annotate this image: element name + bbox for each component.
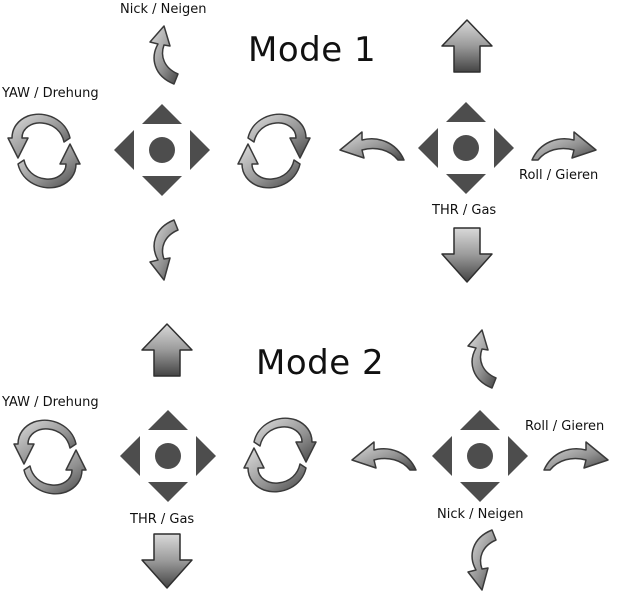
yaw-right-rotate-icon bbox=[238, 108, 310, 194]
mode-2-yaw-left-rotate-icon bbox=[14, 414, 86, 500]
nick-forward-curl-arrow-icon bbox=[140, 24, 182, 86]
mode-2-nick-forward-curl-arrow-icon bbox=[458, 328, 500, 390]
mode-2-title: Mode 2 bbox=[256, 343, 384, 383]
roll-left-curl-arrow-icon bbox=[338, 128, 406, 162]
mode-2-yaw-right-rotate-icon bbox=[244, 412, 316, 498]
mode-2-throttle-down-arrow-icon bbox=[140, 532, 194, 590]
mode-2-label-roll: Roll / Gieren bbox=[525, 419, 604, 434]
mode-1-label-roll: Roll / Gieren bbox=[519, 168, 598, 183]
mode-2-label-thr: THR / Gas bbox=[130, 512, 194, 527]
mode-2-label-nick: Nick / Neigen bbox=[437, 507, 523, 522]
mode-2-label-yaw: YAW / Drehung bbox=[2, 395, 99, 410]
mode-1-label-nick: Nick / Neigen bbox=[120, 2, 206, 17]
mode-1-right-stick-dpad-icon bbox=[418, 102, 514, 194]
mode-2-nick-backward-curl-arrow-icon bbox=[458, 528, 500, 592]
yaw-left-rotate-icon bbox=[8, 108, 80, 194]
mode-2-left-stick-dpad-icon bbox=[120, 410, 216, 502]
mode-2-throttle-up-arrow-icon bbox=[140, 322, 194, 378]
mode-2-roll-left-curl-arrow-icon bbox=[350, 438, 418, 472]
mode-1-label-yaw: YAW / Drehung bbox=[2, 86, 99, 101]
mode-1-title: Mode 1 bbox=[248, 30, 376, 70]
mode-1-left-stick-dpad-icon bbox=[114, 104, 210, 196]
throttle-down-arrow-icon bbox=[440, 226, 494, 284]
mode-1-label-thr: THR / Gas bbox=[432, 203, 496, 218]
mode-2-roll-right-curl-arrow-icon bbox=[542, 438, 610, 472]
mode-2-right-stick-dpad-icon bbox=[432, 410, 528, 502]
nick-backward-curl-arrow-icon bbox=[140, 218, 182, 282]
roll-right-curl-arrow-icon bbox=[530, 128, 598, 162]
throttle-up-arrow-icon bbox=[440, 18, 494, 74]
